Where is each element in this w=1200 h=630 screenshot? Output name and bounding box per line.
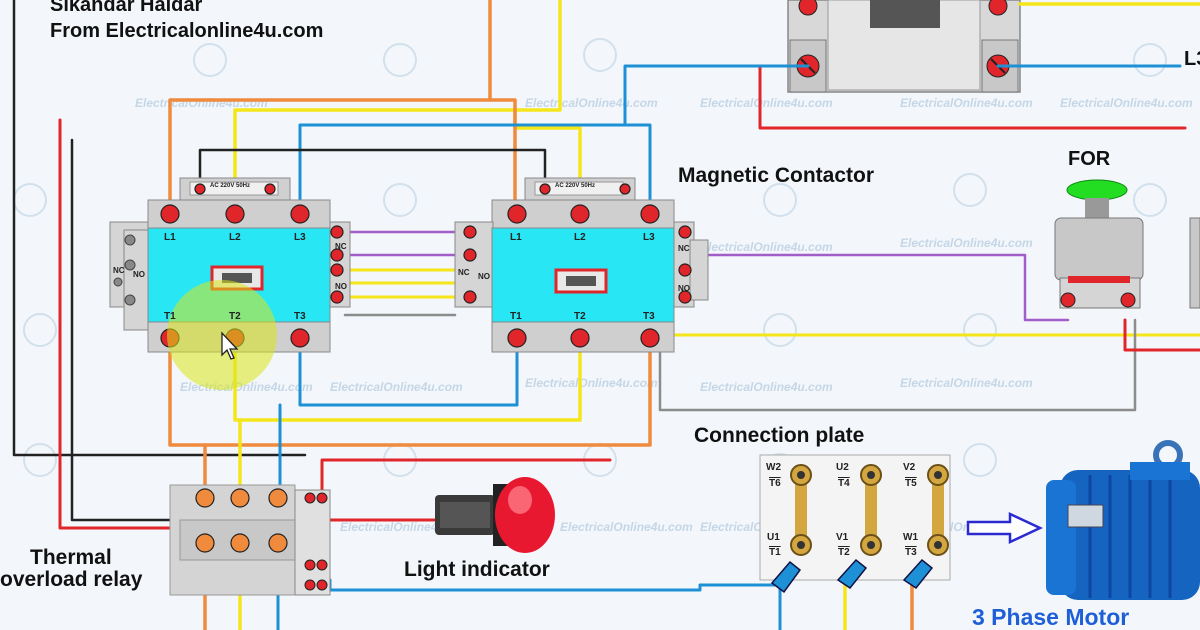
watermark: ElectricalOnline4u.com bbox=[700, 96, 833, 110]
left-contactor-l3: L3 bbox=[294, 232, 306, 243]
thermal-relay-label-1: Thermal bbox=[30, 546, 112, 569]
thermal-overload-relay bbox=[169, 484, 331, 596]
forward-push-button bbox=[1054, 179, 1200, 309]
watermark: ElectricalOnline4u.com bbox=[330, 380, 463, 394]
left-contactor-l2: L2 bbox=[229, 232, 241, 243]
plate-w1: W1 bbox=[903, 532, 918, 543]
left-contactor-t2: T2 bbox=[229, 311, 241, 322]
left-contactor-t3: T3 bbox=[294, 311, 306, 322]
plate-t3: T3 bbox=[905, 547, 917, 558]
plate-v2: V2 bbox=[903, 462, 916, 473]
left-contactor-no-2: NO bbox=[335, 282, 347, 291]
source-credit: From Electricalonline4u.com bbox=[50, 20, 324, 42]
magnetic-contactor-right bbox=[454, 177, 709, 353]
left-contactor-t1: T1 bbox=[164, 311, 176, 322]
motor-label: 3 Phase Motor bbox=[972, 604, 1130, 630]
plate-t2: T2 bbox=[838, 547, 850, 558]
plate-u1: U1 bbox=[767, 532, 780, 543]
plate-t6: T6 bbox=[769, 478, 781, 489]
author-name: Sikandar Haidar bbox=[50, 0, 203, 16]
plate-t1: T1 bbox=[769, 547, 781, 558]
plate-w2: W2 bbox=[766, 462, 781, 473]
watermark: ElectricalOnline4u.com bbox=[900, 376, 1033, 390]
watermark: ElectricalOnline4u.com bbox=[560, 520, 693, 534]
right-contactor-l3: L3 bbox=[643, 232, 655, 243]
connection-plate bbox=[759, 454, 951, 594]
connection-plate-label: Connection plate bbox=[694, 424, 865, 447]
right-contactor-nc: NC bbox=[458, 268, 470, 277]
watermark: ElectricalOnline4u.com bbox=[900, 96, 1033, 110]
magnetic-contactor-label: Magnetic Contactor bbox=[678, 164, 875, 187]
plate-t4: T4 bbox=[838, 478, 850, 489]
three-phase-motor bbox=[1046, 440, 1200, 600]
mouse-cursor-icon bbox=[221, 331, 239, 360]
light-indicator bbox=[435, 477, 555, 553]
right-contactor-rating: AC 220V 50Hz bbox=[555, 183, 596, 189]
right-contactor-t1: T1 bbox=[510, 311, 522, 322]
watermark: ElectricalOnline4u.com bbox=[525, 376, 658, 390]
plate-v1: V1 bbox=[836, 532, 849, 543]
right-contactor-t3: T3 bbox=[643, 311, 655, 322]
right-contactor-l2: L2 bbox=[574, 232, 586, 243]
right-contactor-no-2: NO bbox=[678, 284, 690, 293]
right-contactor-l1: L1 bbox=[510, 232, 522, 243]
for-button-label: FOR bbox=[1068, 148, 1111, 170]
right-contactor-no: NO bbox=[478, 272, 490, 281]
left-contactor-no: NO bbox=[133, 270, 145, 279]
arrow-right-icon bbox=[966, 512, 1043, 544]
left-contactor-nc-2: NC bbox=[335, 242, 347, 251]
right-contactor-t2: T2 bbox=[574, 311, 586, 322]
light-indicator-label: Light indicator bbox=[404, 558, 550, 581]
watermark: ElectricalOnline4u.com bbox=[1060, 96, 1193, 110]
thermal-relay-label-2: overload relay bbox=[0, 568, 143, 591]
watermark: ElectricalOnline4u.com bbox=[700, 380, 833, 394]
left-contactor-nc: NC bbox=[113, 266, 125, 275]
plate-t5: T5 bbox=[905, 478, 917, 489]
watermark: ElectricalOnline4u.com bbox=[700, 240, 833, 254]
left-contactor-l1: L1 bbox=[164, 232, 176, 243]
circuit-breaker bbox=[787, 0, 1021, 93]
plate-u2: U2 bbox=[836, 462, 849, 473]
left-contactor-rating: AC 220V 50Hz bbox=[210, 183, 251, 189]
l3-label: L3 bbox=[1184, 48, 1200, 70]
right-contactor-nc-2: NC bbox=[678, 244, 690, 253]
watermark: ElectricalOnline4u.com bbox=[900, 236, 1033, 250]
